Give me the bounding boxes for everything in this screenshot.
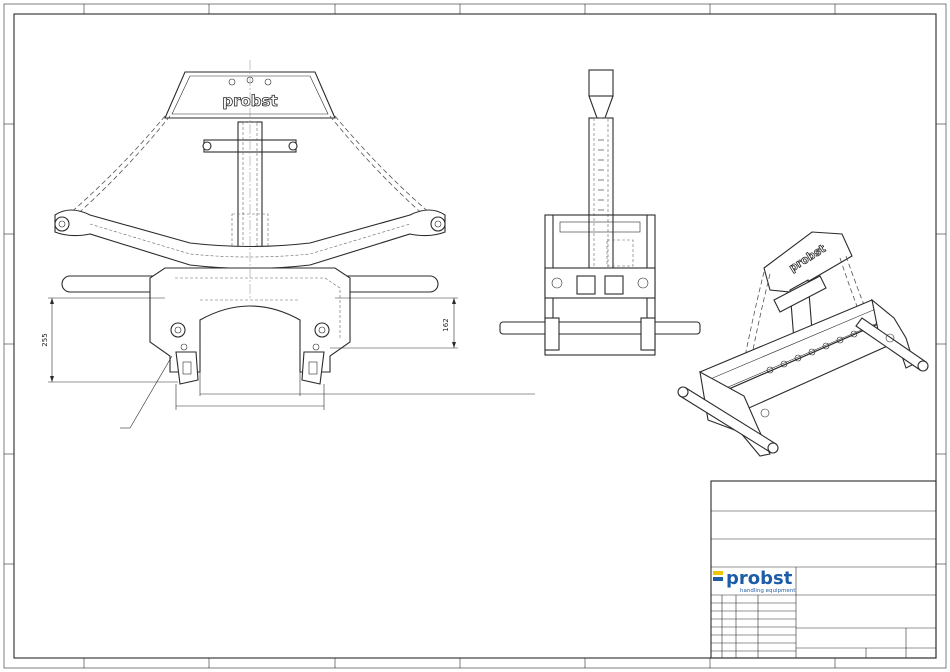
front-view-dimensions: 255 162 — [41, 298, 535, 428]
title-block: probst handling equipment — [711, 481, 936, 658]
isometric-view: probst — [678, 232, 928, 456]
probst-logo: probst handling equipment — [713, 568, 796, 594]
side-view — [500, 70, 700, 355]
company-tagline: handling equipment — [740, 588, 796, 594]
dimension-height-inner: 162 — [442, 318, 450, 331]
front-view: probst — [55, 60, 445, 384]
company-name: probst — [726, 568, 793, 589]
dimension-height-outer: 255 — [41, 333, 49, 346]
